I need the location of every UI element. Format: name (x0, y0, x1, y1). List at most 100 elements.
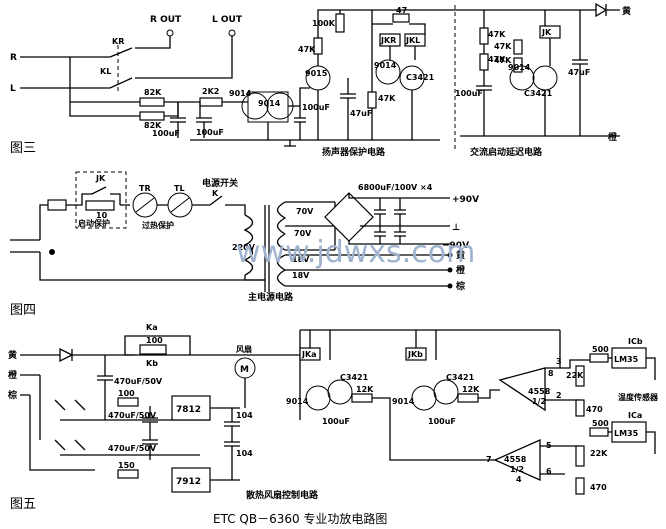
diode-yellow (580, 2, 620, 18)
svg-text:47uF: 47uF (350, 109, 372, 118)
svg-text:JK: JK (95, 174, 106, 183)
svg-text:18V: 18V (292, 271, 310, 280)
l-out-terminal (228, 29, 236, 37)
input-l-label: L (10, 84, 16, 94)
resistor-22k-a (575, 445, 585, 467)
bridge-rectifier (324, 192, 374, 242)
svg-text:47K: 47K (494, 42, 512, 51)
transistor-9014-a (241, 92, 269, 120)
resistor-500-a (589, 427, 609, 437)
svg-text:47K: 47K (494, 56, 512, 65)
svg-text:1/2: 1/2 (532, 397, 546, 406)
svg-text:JK: JK (541, 28, 552, 37)
svg-text:Ka: Ka (146, 323, 158, 332)
resistor-22k-b (575, 365, 585, 387)
svg-text:ICb: ICb (628, 337, 643, 346)
resistor-150 (117, 469, 139, 479)
svg-text:100uF: 100uF (302, 103, 330, 112)
svg-text:C3421: C3421 (524, 89, 553, 98)
svg-text:6800uF/100V ×4: 6800uF/100V ×4 (358, 183, 433, 192)
svg-text:12K: 12K (356, 385, 374, 394)
svg-text:470uF/50V: 470uF/50V (108, 411, 157, 420)
regulator-7912 (171, 467, 211, 493)
svg-text:启动保护: 启动保护 (78, 218, 110, 228)
svg-text:100uF: 100uF (322, 417, 350, 426)
resistor-500-b (589, 353, 609, 363)
svg-text:C3421: C3421 (446, 373, 475, 382)
svg-text:7912: 7912 (176, 477, 201, 487)
fig4-label: 图四 (10, 303, 36, 318)
svg-text:12K: 12K (462, 385, 480, 394)
transformer-core (264, 205, 270, 292)
svg-text:470uF/50V: 470uF/50V (108, 444, 157, 453)
svg-text:JKb: JKb (407, 350, 423, 359)
input-r-label: R (10, 53, 17, 63)
transistor-9014-fan-b (411, 385, 437, 411)
svg-text:104: 104 (236, 411, 253, 420)
transistor-c3421-fan-b (433, 379, 459, 405)
svg-text:9014: 9014 (258, 99, 281, 108)
resistor-82k-b (139, 111, 165, 121)
svg-text:JKa: JKa (301, 350, 317, 359)
svg-text:104: 104 (236, 449, 253, 458)
svg-text:47K: 47K (298, 45, 316, 54)
fuse (47, 199, 67, 211)
svg-text:10: 10 (96, 211, 108, 220)
transistor-9014-fan-a (305, 385, 331, 411)
svg-text:ICa: ICa (628, 411, 642, 420)
resistor-47 (392, 13, 410, 23)
cap-470uf-a (97, 355, 113, 420)
speaker-protection-title: 扬声器保护电路 (322, 146, 386, 158)
start-protect-box (75, 171, 127, 229)
svg-text:100uF: 100uF (152, 129, 180, 138)
fig5-label: 图五 (10, 497, 36, 512)
relay-contacts (109, 47, 133, 89)
svg-text:100: 100 (146, 336, 163, 345)
svg-text:47K: 47K (488, 30, 506, 39)
svg-text:47uF: 47uF (568, 68, 590, 77)
transistor-c3421-b (532, 65, 558, 91)
svg-text:黄: 黄 (456, 249, 465, 261)
svg-text:150: 150 (118, 461, 135, 470)
resistor-47k-e (513, 39, 523, 55)
svg-text:70V: 70V (294, 229, 312, 238)
svg-text:3: 3 (556, 357, 562, 366)
svg-text:−90V: −90V (442, 241, 469, 251)
figure4-main-power: JK 10 启动保护 TR TL 过热保护 电源开关 K 220V 70V 70… (10, 171, 479, 318)
svg-text:22K: 22K (590, 449, 608, 458)
svg-text:1/2: 1/2 (510, 465, 524, 474)
svg-text:电源开关: 电源开关 (202, 177, 238, 189)
temp-sensor-label: 温度传感器 (618, 392, 659, 402)
svg-text:LM35: LM35 (614, 355, 639, 364)
svg-text:橙: 橙 (456, 264, 466, 276)
svg-text:Kb: Kb (146, 359, 158, 368)
filter-caps (374, 198, 406, 244)
transistor-c3421-fan-a (327, 379, 353, 405)
svg-text:47K: 47K (378, 94, 396, 103)
svg-text:C3421: C3421 (406, 73, 435, 82)
svg-text:8: 8 (548, 369, 554, 378)
cap-100uf-a (170, 102, 186, 138)
resistor-82k-a (139, 97, 165, 107)
resistor-100-reg (117, 397, 139, 407)
svg-text:4558: 4558 (504, 455, 527, 464)
resistor-47k-f (513, 57, 523, 73)
resistor-47k-c (479, 27, 489, 45)
svg-text:K: K (212, 189, 219, 198)
transistor-9014-d (509, 65, 535, 91)
transistor-9014-c (375, 59, 401, 85)
r-out-label: R OUT (150, 15, 182, 25)
output-wires (135, 36, 233, 79)
resistor-12k-a (351, 393, 373, 403)
svg-text:82K: 82K (144, 88, 162, 97)
svg-text:TL: TL (174, 184, 185, 193)
svg-text:黄: 黄 (8, 349, 17, 361)
svg-text:黄: 黄 (622, 5, 631, 17)
svg-text:82K: 82K (144, 121, 162, 130)
svg-text:47: 47 (396, 6, 407, 15)
svg-text:470: 470 (590, 483, 607, 492)
svg-text:9014: 9014 (286, 397, 309, 406)
svg-text:470: 470 (586, 405, 603, 414)
svg-text:47K: 47K (488, 55, 506, 64)
